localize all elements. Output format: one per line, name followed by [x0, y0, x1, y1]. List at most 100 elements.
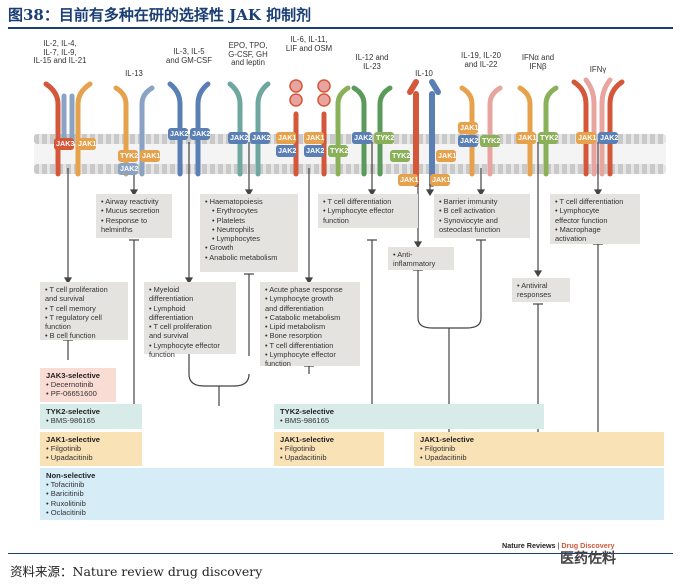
outcome-item: • Lymphocyte growth and differentiation [265, 294, 334, 313]
receptor-label-ifng: IFNγ [589, 65, 607, 74]
inhibitor-title: JAK1-selective [46, 435, 101, 444]
drug-name: • BMS-986165 [280, 416, 330, 426]
outcome-item: • Catabolic metabolism [265, 312, 341, 322]
jak2-kinase-il19: JAK2 [458, 135, 479, 147]
title-rule [8, 27, 673, 29]
outcome-box-il3: • Myeloid differentiation • Lymphoid dif… [144, 282, 236, 359]
receptor-label-epo: EPO, TPO, G-CSF, GH and leptin [228, 41, 268, 68]
outcome-item: • Synoviocyte and osteoclast function [439, 215, 501, 234]
receptor-gammac [43, 81, 93, 177]
tyk2-kinase-ifnab: TYK2 [538, 132, 559, 144]
outcome-item: • Airway reactivity [101, 197, 159, 206]
outcome-item: • T cell differentiation [265, 340, 334, 350]
jak1-kinase-il10-b: JAK1 [398, 174, 419, 186]
inhibitor-jak3-selective: JAK3-selective • Decernotinib • PF-06651… [40, 368, 116, 402]
outcome-item: • Erythrocytes [212, 206, 258, 216]
watermark: 医药佐料 [560, 551, 616, 567]
outcome-item: • Lymphocyte effector function [323, 206, 394, 225]
outcome-box-gammac: • T cell proliferation and survival • T … [40, 282, 128, 340]
drug-name: • Baricitinib [46, 489, 84, 499]
inhibitor-title: JAK1-selective [420, 435, 475, 444]
inhibition-lines [63, 239, 603, 434]
inhibitor-title: Non-selective [46, 471, 96, 480]
receptor-il13 [113, 85, 155, 177]
outcome-box-il19: • Barrier immunity • B cell activation •… [434, 194, 530, 238]
outcome-item: • T cell differentiation [555, 197, 624, 206]
jak3-kinase-gammac: JAK3 [54, 138, 75, 150]
drug-name: • Upadacitinib [46, 453, 93, 463]
receptor-label-ifnab: IFNα and IFNβ [521, 53, 555, 71]
outcome-item: • Lymphocyte effector function [555, 206, 608, 225]
outcome-box-il13: • Airway reactivity • Mucus secretion • … [96, 194, 172, 238]
drug-name: • Filgotinib [46, 444, 82, 454]
jak1-kinase-il13: JAK1 [140, 150, 161, 162]
receptor-label-il6: IL-6, IL-11, LIF and OSM [285, 35, 333, 53]
receptor-il10 [407, 79, 441, 187]
outcome-item: • Antiviral responses [517, 281, 552, 300]
receptor-label-il13: IL-13 [125, 69, 143, 78]
cell-membrane [34, 134, 666, 174]
source-note: 资料来源：Nature review drug discovery [10, 564, 263, 579]
outcome-box-epo: • Haematopoiesis • Erythrocytes • Platel… [200, 194, 298, 272]
outcome-item: • Lymphocyte effector function [265, 350, 336, 369]
outcome-item: • Neutrophils [212, 224, 255, 234]
jak1-kinase-il6-a: JAK1 [276, 132, 297, 144]
outcome-item: • Acute phase response [265, 285, 343, 294]
inhibitor-title: TYK2-selective [46, 407, 101, 416]
tyk2-kinase-il10: TYK2 [390, 150, 411, 162]
receptor-il12 [351, 85, 393, 177]
outcome-item: • Bone resorption [265, 331, 322, 341]
jak1-kinase-ifnab: JAK1 [516, 132, 537, 144]
outcome-item: • Response to helminths [101, 215, 148, 234]
pathway-lines [63, 142, 603, 285]
outcome-item: • B cell activation [439, 206, 495, 216]
jak1-kinase-ifng: JAK1 [576, 132, 597, 144]
outcome-item: • Barrier immunity [439, 197, 498, 206]
jak2-kinase-il6-a: JAK2 [276, 145, 297, 157]
inhibitor-tyk2-selective-right: TYK2-selective • BMS-986165 [274, 404, 544, 429]
tyk2-kinase-il19: TYK2 [480, 135, 501, 147]
jak2-kinase-il13: JAK2 [118, 163, 139, 175]
footer-rule [8, 553, 673, 554]
jak2-kinase-il3-a: JAK2 [168, 128, 189, 140]
drug-name: • Filgotinib [420, 444, 456, 454]
drug-name: • PF-06651600 [46, 389, 97, 399]
jak1-kinase-il10-a: JAK1 [436, 150, 457, 162]
inhibitor-non-selective: Non-selective • Tofacitinib • Baricitini… [40, 468, 664, 520]
drug-name: • Tofacitinib [46, 480, 85, 490]
credit-separator: | [555, 541, 562, 550]
outcome-item: • T cell differentiation [323, 197, 392, 206]
outcome-item: • Anabolic metabolism [205, 252, 278, 262]
receptor-epo [227, 81, 271, 177]
outcome-item: • Anti- inflammatory [393, 250, 436, 269]
jak1-kinase-il19: JAK1 [458, 122, 479, 134]
outcome-box-ifng: • T cell differentiation • Lymphocyte ef… [550, 194, 640, 244]
jak2-kinase-il3-b: JAK2 [190, 128, 211, 140]
outcome-item: • Lymphoid differentiation [149, 303, 194, 322]
outcome-item: • B cell function [45, 331, 96, 341]
tyk2-kinase-il12: TYK2 [374, 132, 395, 144]
outcome-item: • T cell proliferation and survival [149, 322, 212, 341]
jak2-kinase-epo-a: JAK2 [228, 132, 249, 144]
journal-name: Nature Reviews [502, 541, 556, 550]
jak1-kinase-il6-b: JAK1 [304, 132, 325, 144]
journal-section: Drug Discovery [561, 541, 615, 550]
receptor-label-il19: IL-19, IL-20 and IL-22 [461, 51, 501, 69]
outcome-box-il10: • Anti- inflammatory [388, 247, 454, 270]
receptor-label-il12: IL-12 and IL-23 [355, 53, 389, 71]
outcome-box-il6: • Acute phase response • Lymphocyte grow… [260, 282, 360, 369]
receptor-il3 [167, 81, 211, 177]
outcome-item: • Lymphocyte effector function [149, 340, 220, 360]
outcome-item: • Haematopoiesis [205, 197, 263, 206]
tyk2-kinase-il6: TYK2 [328, 145, 349, 157]
drug-name: • Ruxolitinib [46, 498, 86, 508]
outcome-item: • Platelets [212, 215, 245, 225]
jak2-kinase-il6-b: JAK2 [304, 145, 325, 157]
outcome-item: • Lymphocytes [212, 234, 260, 244]
jak2-kinase-il12: JAK2 [352, 132, 373, 144]
outcome-item: • Mucus secretion [101, 206, 160, 216]
receptor-il19 [459, 85, 503, 177]
inhibitor-jak1-selective-right: JAK1-selective • Filgotinib • Upadacitin… [414, 432, 664, 466]
jak1-kinase-il10-c: JAK1 [430, 174, 451, 186]
jak2-kinase-ifng: JAK2 [598, 132, 619, 144]
